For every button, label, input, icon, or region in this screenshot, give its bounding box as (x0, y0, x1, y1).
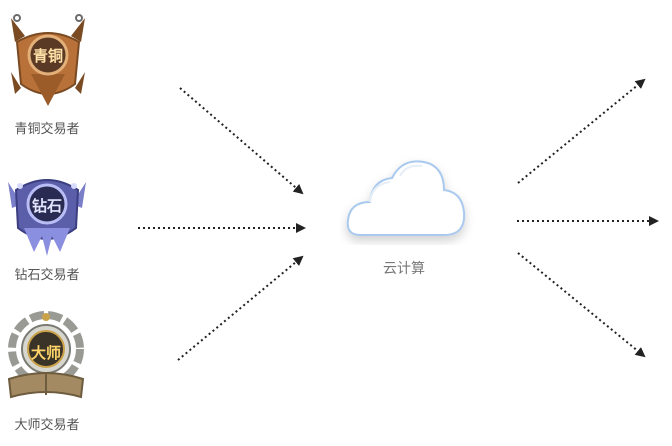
master-badge-label: 大师 (30, 345, 61, 362)
bronze-badge-icon (11, 14, 85, 106)
bronze-trader-caption: 青铜交易者 (14, 121, 80, 136)
bronze-trader-badge: 青铜 (3, 12, 93, 112)
master-trader-badge: 大师 (1, 305, 91, 405)
arrow-cloud-out-bottom (517, 252, 646, 358)
bronze-badge-label: 青铜 (32, 48, 63, 65)
arrow-bronze-to-cloud (179, 87, 304, 195)
cloud-computing-label: 云计算 (383, 260, 425, 276)
master-badge-icon (7, 311, 85, 399)
diamond-trader-badge: 钻石 (2, 164, 92, 264)
diamond-badge-label: 钻石 (31, 198, 62, 215)
arrow-master-to-cloud (177, 255, 304, 361)
arrow-cloud-out-top (517, 78, 646, 184)
diamond-trader-caption: 钻石交易者 (14, 267, 80, 282)
master-trader-caption: 大师交易者 (14, 417, 80, 432)
cloud-icon (346, 160, 466, 236)
diamond-badge-icon (8, 179, 86, 256)
